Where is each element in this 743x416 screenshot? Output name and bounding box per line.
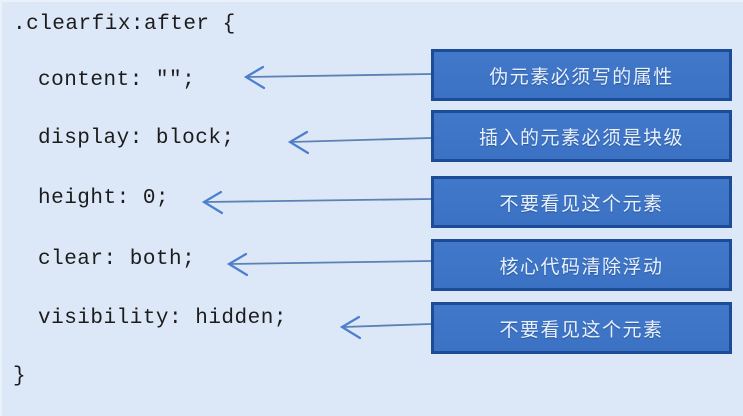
- annotation-arrow-visibility: [339, 315, 432, 340]
- annotation-box-clear: 核心代码清除浮动: [431, 239, 732, 291]
- code-line-selector: .clearfix:after {: [13, 13, 236, 36]
- annotation-box-content: 伪元素必须写的属性: [431, 49, 732, 101]
- annotation-box-display: 插入的元素必须是块级: [431, 110, 732, 162]
- annotation-box-visibility: 不要看见这个元素: [431, 302, 732, 354]
- code-line-closing-brace: }: [13, 365, 27, 388]
- annotation-box-height: 不要看见这个元素: [431, 176, 732, 228]
- code-line-clear: clear: both;: [38, 248, 196, 271]
- code-line-height: height: 0;: [38, 187, 170, 210]
- annotation-arrow-display: [287, 130, 432, 155]
- code-line-display: display: block;: [38, 127, 235, 150]
- code-line-visibility: visibility: hidden;: [38, 307, 287, 330]
- annotation-arrow-height: [201, 190, 432, 215]
- annotation-arrow-content: [243, 65, 432, 90]
- code-line-content: content: "";: [38, 69, 196, 92]
- annotation-arrow-clear: [226, 252, 432, 277]
